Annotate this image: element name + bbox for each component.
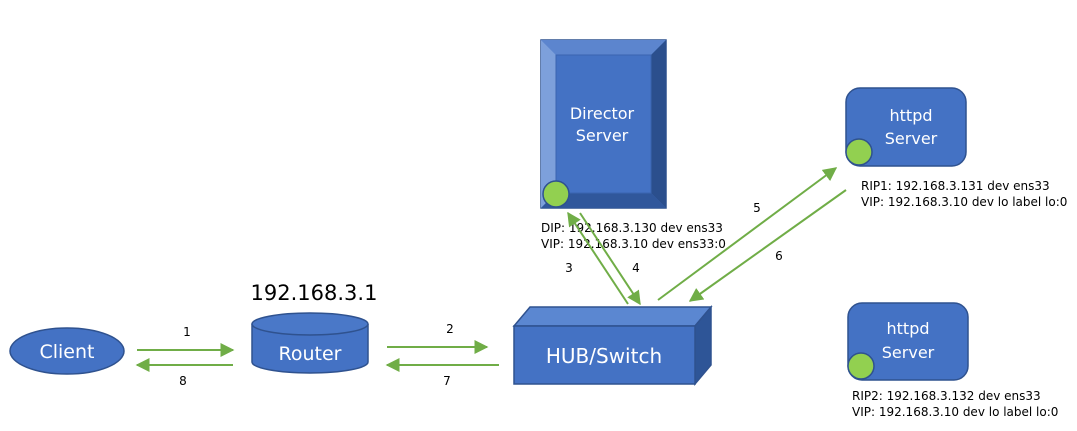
rs1-status-dot (845, 138, 873, 166)
rs2-rip: RIP2: 192.168.3.132 dev ens33 (852, 389, 1041, 403)
step-labels: 1 2 3 4 5 6 7 8 (179, 201, 783, 388)
rs1-vip: VIP: 192.168.3.10 dev lo label lo:0 (861, 195, 1067, 209)
director-node: Director Server DIP: 192.168.3.130 dev e… (540, 39, 726, 251)
step-label-5: 5 (753, 201, 761, 215)
rs2-status-dot (847, 352, 875, 380)
step-label-6: 6 (775, 249, 783, 263)
director-label-line2: Server (576, 126, 629, 145)
director-vip: VIP: 192.168.3.10 dev ens33:0 (541, 237, 726, 251)
client-label: Client (39, 341, 94, 363)
client-node: Client (9, 327, 125, 375)
step-label-2: 2 (446, 322, 454, 336)
arrow-step-5 (657, 167, 838, 301)
arrow-step-4 (579, 212, 641, 306)
router-ip: 192.168.3.1 (251, 281, 378, 305)
rs2-label-line1: httpd (887, 319, 930, 338)
switch-node: HUB/Switch (512, 304, 713, 387)
router-node: Router 192.168.3.1 (251, 281, 378, 374)
director-label-line1: Director (570, 104, 635, 123)
switch-label: HUB/Switch (546, 344, 662, 368)
real-server-2-node: httpd Server RIP2: 192.168.3.132 dev ens… (847, 302, 1058, 419)
real-server-1-node: httpd Server RIP1: 192.168.3.131 dev ens… (845, 87, 1067, 209)
router-label: Router (279, 343, 342, 365)
arrow-step-3 (567, 211, 629, 305)
flow-arrows (135, 167, 847, 372)
rs2-vip: VIP: 192.168.3.10 dev lo label lo:0 (852, 405, 1058, 419)
director-status-dot (542, 180, 570, 208)
rs2-label-line2: Server (882, 343, 935, 362)
step-label-1: 1 (183, 325, 191, 339)
rs1-rip: RIP1: 192.168.3.131 dev ens33 (861, 179, 1050, 193)
arrow-step-6 (688, 189, 847, 302)
director-dip: DIP: 192.168.3.130 dev ens33 (541, 221, 723, 235)
rs1-label-line2: Server (885, 129, 938, 148)
step-label-4: 4 (632, 261, 640, 275)
rs1-label-line1: httpd (890, 106, 933, 125)
step-label-7: 7 (443, 374, 451, 388)
step-label-3: 3 (565, 261, 573, 275)
step-label-8: 8 (179, 374, 187, 388)
